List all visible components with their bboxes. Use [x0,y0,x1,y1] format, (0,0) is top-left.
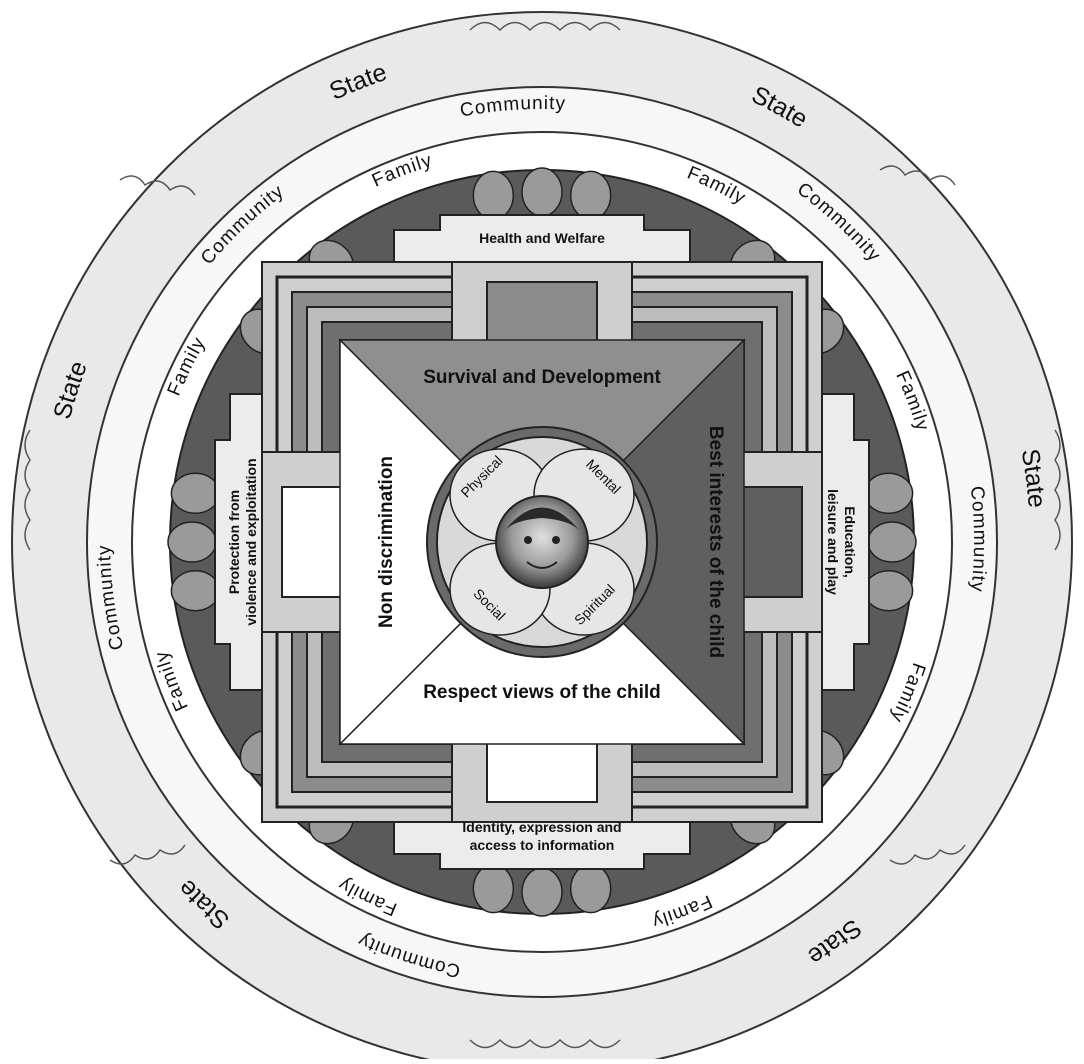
lotus-bump [171,571,219,611]
gate-bottom-label-2: access to information [470,837,615,853]
community-label-6: Community [966,485,990,593]
principle-respect-views: Respect views of the child [423,682,661,703]
gate-top-label: Health and Welfare [479,230,605,246]
lotus-bump [865,473,913,513]
lotus-bump [168,522,216,562]
lotus-bump [571,171,611,219]
lotus-bump [171,473,219,513]
principle-best-interests: Best interests of the child [705,426,726,658]
lotus-bump [868,522,916,562]
child-photo [496,496,588,588]
lotus-bump [473,865,513,913]
lotus-bump [522,168,562,216]
lotus-bump [865,571,913,611]
gate-right-label-2: leisure and play [825,489,841,595]
gate-right-label-1: Education, [842,506,858,578]
gate-left-label-2: violence and exploitation [243,458,259,625]
lotus-bump [473,171,513,219]
gate-bottom-label-1: Identity, expression and [462,819,621,835]
gate-left-label-1: Protection from [226,490,242,594]
lotus-bump [571,865,611,913]
lotus-bump [522,868,562,916]
principle-non-discrimination: Non discrimination [376,456,397,628]
principle-survival: Survival and Development [423,367,661,388]
